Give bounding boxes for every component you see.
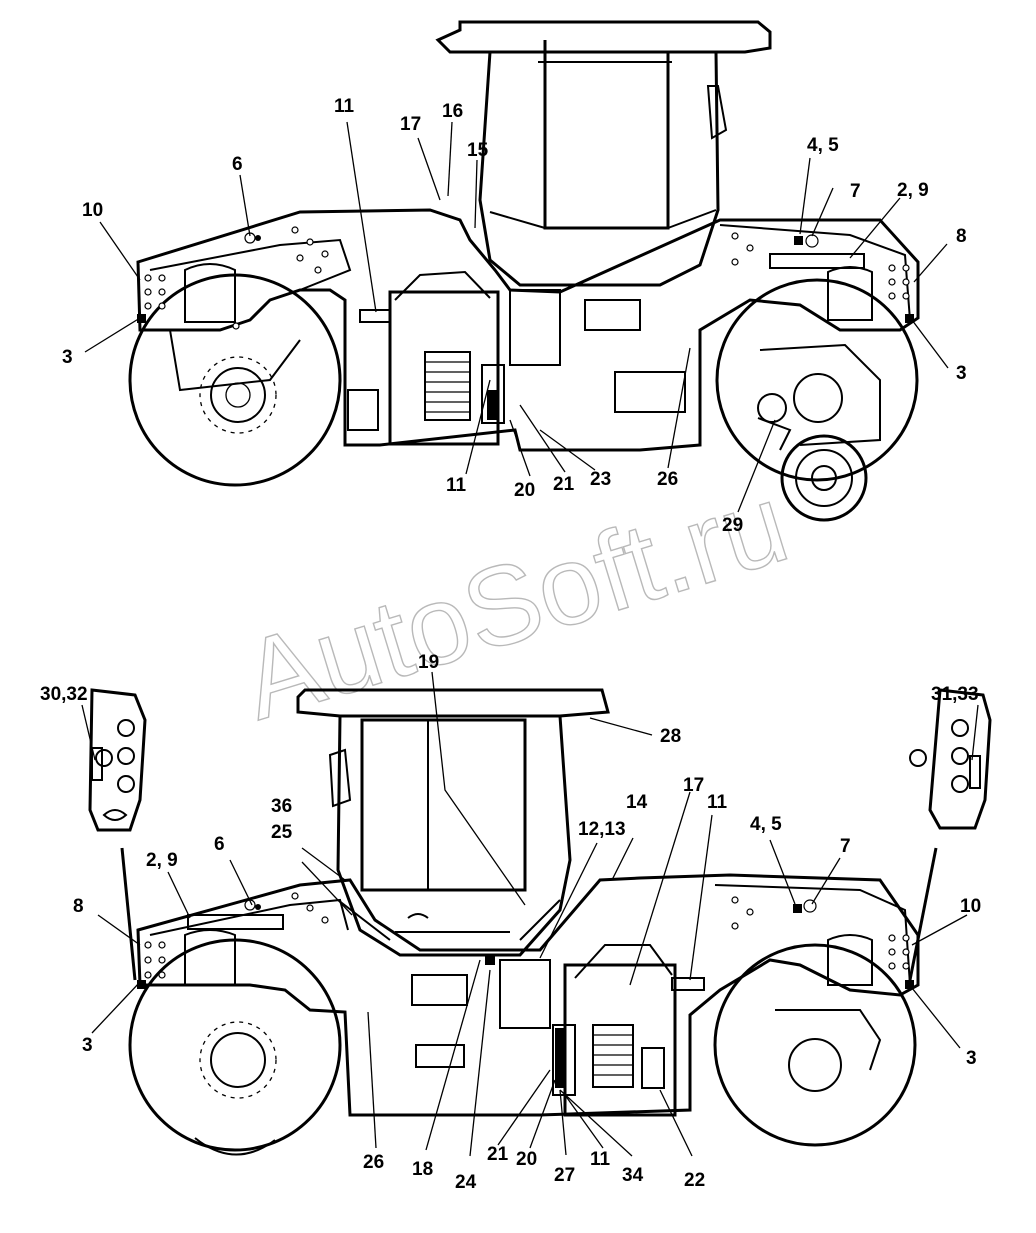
- callout-11-bottom-top: 11: [707, 792, 728, 813]
- callout-11-bottom: 11: [590, 1149, 611, 1170]
- callout-4-5-top: 4, 5: [807, 135, 839, 156]
- callout-15-top: 15: [467, 140, 489, 161]
- callout-30-32: 30,32: [40, 684, 88, 705]
- callout-20-bottom: 20: [516, 1149, 537, 1170]
- callout-6-top: 6: [232, 154, 243, 175]
- bottom-callouts: 19 30,32 31,33 28 36 25 6 2, 9 8 3 12,13…: [40, 652, 981, 1193]
- callout-31-33: 31,33: [931, 684, 979, 705]
- top-leader-lines: [84, 121, 949, 513]
- top-callouts: 11 17 16 15 6 10 3 4, 5 7 2, 9 8 3 11 20…: [62, 96, 967, 536]
- callout-2-9-bottom: 2, 9: [146, 850, 178, 871]
- bottom-leader-lines: [81, 671, 979, 1157]
- callout-11-top: 11: [334, 96, 355, 117]
- callout-17-bottom: 17: [683, 775, 704, 796]
- callout-19: 19: [418, 652, 439, 673]
- callout-27: 27: [554, 1165, 575, 1186]
- callout-26-top: 26: [657, 469, 678, 490]
- callout-12-13: 12,13: [578, 819, 626, 840]
- callout-22: 22: [684, 1170, 705, 1191]
- watermark-text: AutoSoft.ru: [228, 460, 800, 743]
- callout-16-top: 16: [442, 101, 463, 122]
- callout-8-bottom: 8: [73, 896, 84, 917]
- callout-6-bottom: 6: [214, 834, 225, 855]
- callout-3-top-right: 3: [956, 363, 967, 384]
- callout-14: 14: [626, 792, 648, 813]
- callout-26-bottom: 26: [363, 1152, 384, 1173]
- callout-8-top: 8: [956, 226, 967, 247]
- callout-18: 18: [412, 1159, 433, 1180]
- callout-21-top: 21: [553, 474, 575, 495]
- callout-24: 24: [455, 1172, 477, 1193]
- callout-7-top: 7: [850, 181, 861, 202]
- callout-11-top-bottom: 11: [446, 475, 467, 496]
- callout-34: 34: [622, 1165, 644, 1186]
- top-machine-drawing: [128, 20, 920, 522]
- callout-36: 36: [271, 796, 292, 817]
- callout-10-top: 10: [82, 200, 103, 221]
- callout-21-bottom: 21: [487, 1144, 509, 1165]
- callout-28: 28: [660, 726, 681, 747]
- callout-3-top-left: 3: [62, 347, 73, 368]
- callout-4-5-bottom: 4, 5: [750, 814, 782, 835]
- callout-23-top: 23: [590, 469, 611, 490]
- bottom-machine-drawing: [88, 688, 992, 1156]
- callout-2-9-top: 2, 9: [897, 180, 929, 201]
- callout-25: 25: [271, 822, 293, 843]
- callout-29-top: 29: [722, 515, 743, 536]
- callout-3-bottom-left: 3: [82, 1035, 93, 1056]
- callout-7-bottom: 7: [840, 836, 851, 857]
- callout-20-top: 20: [514, 480, 535, 501]
- callout-17-top: 17: [400, 114, 421, 135]
- callout-3-bottom-right: 3: [966, 1048, 977, 1069]
- watermark: AutoSoft.ru: [228, 459, 802, 744]
- callout-10-bottom: 10: [960, 896, 981, 917]
